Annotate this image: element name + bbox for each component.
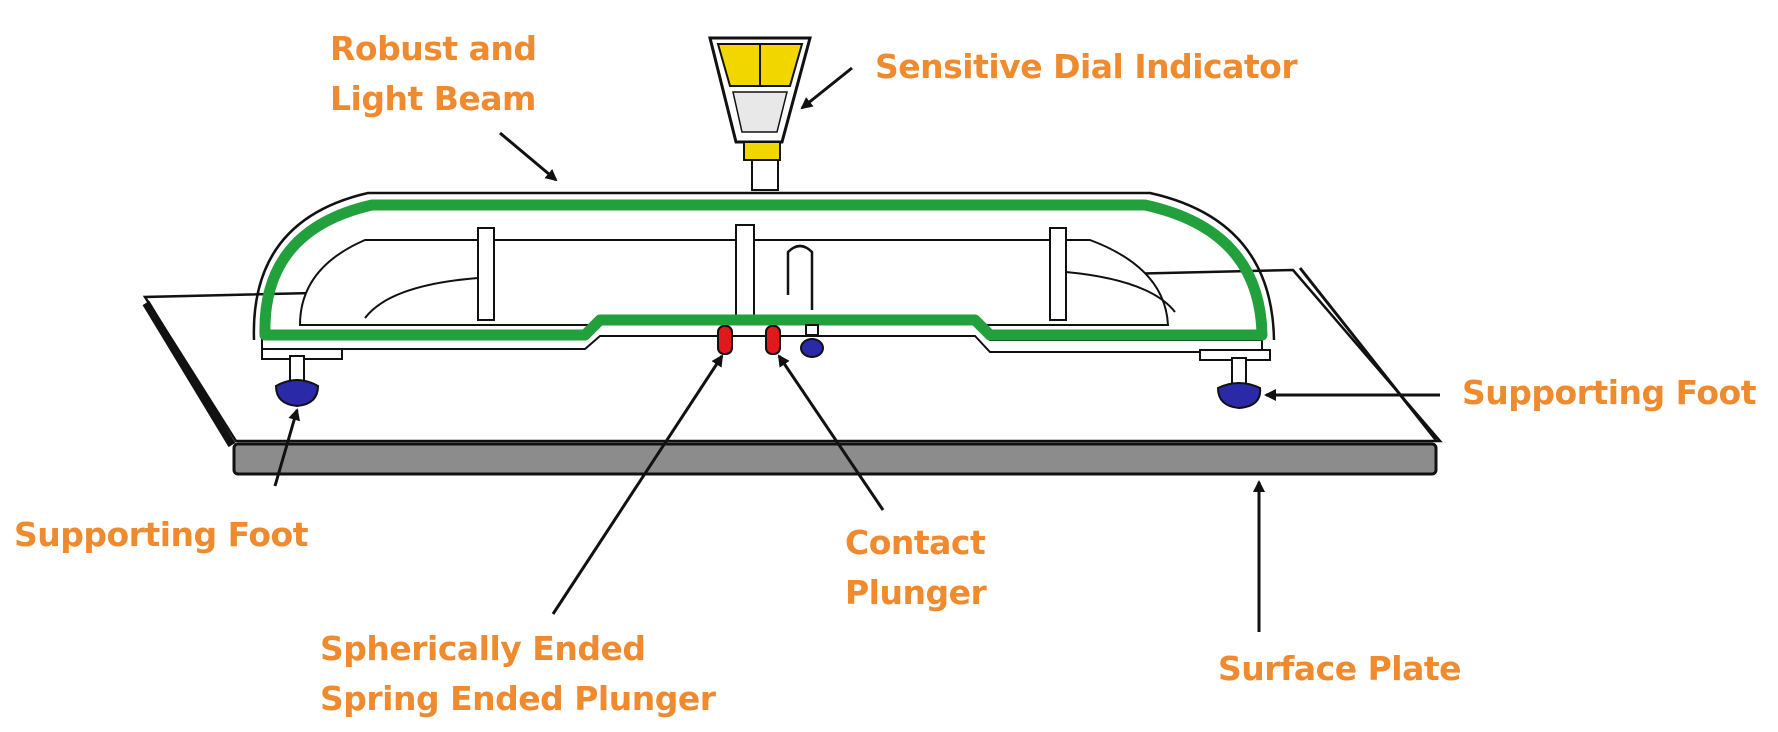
supporting-feet xyxy=(274,355,1262,410)
foot-right-ball xyxy=(1216,382,1262,410)
label-spherical-line2: Spring Ended Plunger xyxy=(320,679,716,718)
label-spherical-line1: Spherically Ended xyxy=(320,629,646,668)
small-foot-ball xyxy=(800,338,824,358)
label-supporting-foot-right: Supporting Foot xyxy=(1462,373,1756,412)
dial-arrow xyxy=(800,66,853,110)
contact-arrow xyxy=(777,354,885,511)
foot-left-ball xyxy=(274,379,320,408)
beam-arrow xyxy=(499,131,558,182)
leader-lines xyxy=(273,66,1440,632)
side-rod xyxy=(786,244,814,310)
contact-plunger xyxy=(765,325,781,355)
spherical-plunger xyxy=(717,325,733,355)
beam-green-arch xyxy=(259,199,1268,341)
surface-plate-front xyxy=(232,442,1438,476)
surface-plate-right-edge xyxy=(1298,267,1438,441)
spherical-arrow xyxy=(551,354,724,615)
dial-neck xyxy=(743,141,781,161)
beam-outer-outline xyxy=(252,191,1276,341)
surface-plate-left-edge xyxy=(142,300,236,448)
foot-right-stem xyxy=(1231,357,1247,385)
label-beam: Robust and Light Beam xyxy=(330,24,537,124)
plungers xyxy=(717,244,824,358)
beam-strut-left xyxy=(477,227,495,321)
label-spherical-plunger: Spherically Ended Spring Ended Plunger xyxy=(320,624,716,724)
foot-left-arrow xyxy=(273,408,300,487)
label-beam-line1: Robust and xyxy=(330,29,537,68)
dial-indicator xyxy=(708,36,812,191)
beam-strut-center xyxy=(735,224,755,321)
beam-inner-curve-left xyxy=(364,277,479,319)
small-foot-stem xyxy=(805,324,819,336)
beam-inner-cutout xyxy=(298,239,1170,326)
beam-strut-right xyxy=(1049,227,1067,321)
label-dial-indicator: Sensitive Dial Indicator xyxy=(875,47,1298,86)
label-supporting-foot-left: Supporting Foot xyxy=(14,515,308,554)
beam-inner-curve-right xyxy=(1065,271,1176,313)
label-beam-line2: Light Beam xyxy=(330,79,536,118)
beam-assembly xyxy=(252,191,1276,361)
label-contact-line1: Contact xyxy=(845,523,986,562)
dial-stem xyxy=(751,157,779,191)
label-surface-plate: Surface Plate xyxy=(1218,649,1462,688)
label-contact-line2: Plunger xyxy=(845,573,987,612)
label-contact-plunger: Contact Plunger xyxy=(845,518,987,618)
dial-lower-face xyxy=(732,91,788,133)
